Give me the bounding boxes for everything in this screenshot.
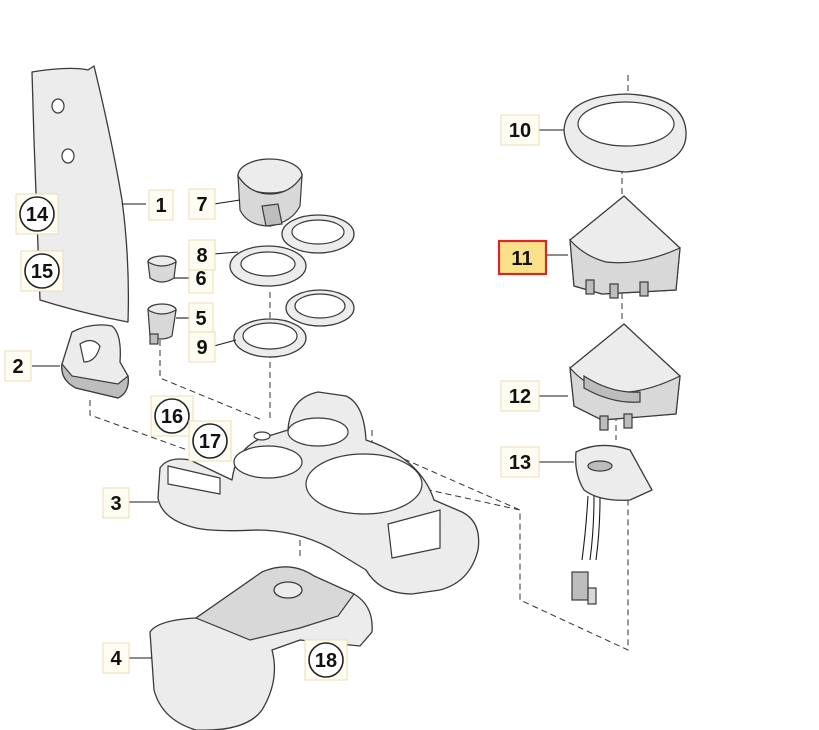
callout-label-6-text: 6: [195, 268, 206, 290]
callout-label-13[interactable]: 13: [500, 446, 540, 478]
callout-label-1-text: 1: [155, 195, 166, 217]
callout-label-11[interactable]: 11: [497, 239, 548, 276]
callout-label-5[interactable]: 5: [188, 302, 214, 334]
callout-label-3-text: 3: [110, 493, 121, 515]
part-8-rings: [229, 214, 355, 287]
callout-label-18-text: 18: [315, 650, 337, 672]
leader-lines: [32, 129, 574, 659]
part-10-ring-trim: [563, 93, 687, 173]
callout-label-18[interactable]: 18: [304, 639, 348, 681]
part-4-console-base: [149, 566, 373, 730]
callout-label-15-text: 15: [31, 261, 53, 283]
callout-label-4-text: 4: [110, 648, 122, 670]
callout-label-8[interactable]: 8: [188, 239, 216, 271]
callout-label-3[interactable]: 3: [102, 487, 130, 519]
callout-label-10[interactable]: 10: [500, 114, 540, 146]
part-7-cup-insert: [237, 158, 303, 227]
part-3-center-console: [157, 391, 480, 595]
part-2-bracket: [61, 324, 129, 399]
part-5-socket: [147, 303, 177, 345]
callout-label-9[interactable]: 9: [188, 331, 216, 363]
callout-label-12-text: 12: [509, 386, 531, 408]
part-13-switch: [571, 444, 653, 605]
callout-label-4[interactable]: 4: [102, 642, 130, 674]
part-11-cone-cover: [569, 195, 681, 299]
callout-label-2-text: 2: [12, 356, 23, 378]
callout-label-2[interactable]: 2: [4, 350, 32, 382]
callout-label-15[interactable]: 15: [20, 250, 64, 292]
callout-label-14[interactable]: 14: [15, 193, 59, 235]
callout-label-11-text: 11: [511, 248, 532, 270]
callout-label-14-text: 14: [26, 204, 49, 226]
callout-label-7[interactable]: 7: [188, 188, 216, 220]
callout-label-7-text: 7: [196, 194, 207, 216]
part-12-cone-housing: [569, 323, 681, 431]
callout-label-16-text: 16: [161, 406, 183, 428]
part-6-plug: [147, 255, 177, 283]
callout-label-5-text: 5: [195, 308, 206, 330]
callout-label-1[interactable]: 1: [148, 189, 174, 221]
callout-label-17[interactable]: 17: [188, 420, 232, 462]
callout-label-13-text: 13: [509, 452, 531, 474]
callout-label-12[interactable]: 12: [500, 380, 540, 412]
callout-label-9-text: 9: [196, 337, 207, 359]
callout-label-10-text: 10: [509, 120, 531, 142]
part-9-rings: [233, 289, 355, 358]
callout-label-8-text: 8: [196, 245, 207, 267]
callout-label-17-text: 17: [199, 431, 221, 453]
callout-label-16[interactable]: 16: [150, 395, 194, 437]
